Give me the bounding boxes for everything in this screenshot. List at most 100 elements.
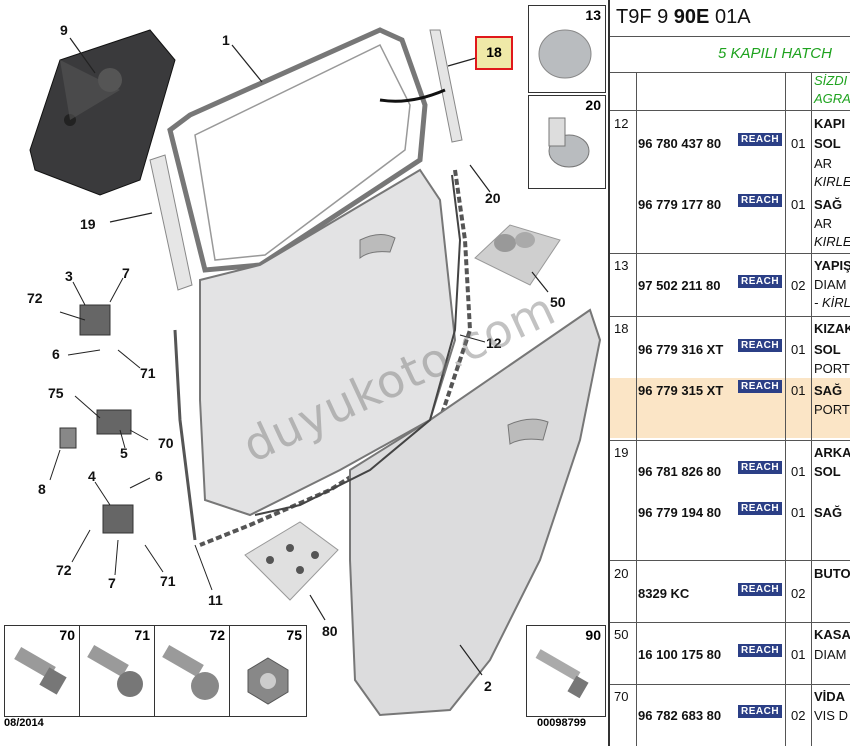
desc: PORT (814, 402, 850, 417)
callout-5[interactable]: 5 (120, 445, 128, 461)
callout-12[interactable]: 12 (486, 335, 502, 351)
nut-icon (247, 657, 289, 705)
title-prefix: T9F 9 (616, 6, 674, 28)
desc: VİDA (814, 689, 846, 704)
row-divider (610, 622, 850, 623)
row-ref: 70 (614, 689, 629, 704)
desc: SOL (814, 464, 841, 479)
row-ref: 13 (614, 258, 629, 273)
thumb-13[interactable]: 13 (528, 5, 606, 93)
reach-badge: REACH (738, 133, 783, 146)
thumb-20-num: 20 (585, 97, 601, 113)
thumb-72-num: 72 (209, 627, 225, 643)
callout-71[interactable]: 71 (140, 365, 156, 381)
callout-72b[interactable]: 72 (56, 562, 72, 578)
thumb-70-num: 70 (59, 627, 75, 643)
part-number-selected[interactable]: 96 779 315 XT (638, 383, 724, 398)
door-exploded-view (29, 27, 602, 717)
callout-11[interactable]: 11 (208, 592, 223, 608)
qty: 01 (791, 383, 806, 398)
callout-50[interactable]: 50 (550, 294, 566, 310)
desc: DIAM (814, 647, 847, 662)
reach-badge: REACH (738, 461, 783, 474)
callout-6b[interactable]: 6 (155, 468, 163, 484)
reach-badge: REACH (738, 275, 783, 288)
title-bold: 90E (673, 6, 710, 28)
row-divider (610, 684, 850, 685)
callout-1[interactable]: 1 (222, 32, 230, 48)
part-number[interactable]: 96 779 177 80 (638, 197, 722, 212)
push-button-clip-icon (548, 117, 590, 168)
callout-20[interactable]: 20 (485, 190, 501, 206)
part-number[interactable]: 96 780 437 80 (638, 136, 722, 151)
part-number[interactable]: 97 502 211 80 (638, 278, 721, 293)
callout-6[interactable]: 6 (52, 346, 60, 362)
desc: SOL (814, 136, 841, 151)
callout-70[interactable]: 70 (158, 435, 174, 451)
reach-badge: REACH (738, 194, 783, 207)
desc: KASA (814, 627, 850, 642)
header-note-2: AGRA (814, 91, 850, 106)
desc: AR (814, 156, 833, 171)
thumb-20[interactable]: 20 (528, 95, 606, 189)
thumb-75-num: 75 (286, 627, 302, 643)
desc: KAPI (814, 116, 846, 131)
callout-75[interactable]: 75 (48, 385, 64, 401)
part-number[interactable]: 96 782 683 80 (638, 708, 722, 723)
thumb-71-num: 71 (134, 627, 150, 643)
desc: KIZAK (814, 321, 850, 336)
part-number[interactable]: 96 779 316 XT (638, 342, 724, 357)
thumb-72[interactable]: 72 (154, 625, 230, 717)
thumb-13-num: 13 (585, 7, 601, 23)
reach-badge: REACH (738, 339, 783, 352)
qty: 01 (791, 647, 806, 662)
part-number[interactable]: 96 781 826 80 (638, 464, 722, 479)
callout-2[interactable]: 2 (484, 678, 492, 694)
col-divider (636, 72, 637, 746)
callout-4[interactable]: 4 (88, 468, 96, 484)
desc: KIRLE (814, 174, 850, 189)
part-number[interactable]: 16 100 175 80 (638, 647, 722, 662)
col-divider (811, 72, 812, 746)
thumb-90[interactable]: 90 (526, 625, 606, 717)
parts-diagram: 9 1 18 20 19 3 7 72 6 71 50 12 75 5 70 8… (4, 5, 606, 729)
qty: 01 (791, 136, 806, 151)
callout-19[interactable]: 19 (80, 216, 96, 232)
rivet-icon (535, 649, 589, 699)
thumb-75[interactable]: 75 (229, 625, 307, 717)
desc: PORT (814, 361, 850, 376)
divider (610, 36, 850, 37)
callout-80[interactable]: 80 (322, 623, 338, 639)
callout-9[interactable]: 9 (60, 22, 68, 38)
thumb-71[interactable]: 71 (79, 625, 155, 717)
col-divider (785, 72, 786, 746)
callout-8[interactable]: 8 (38, 481, 46, 497)
callout-3[interactable]: 3 (65, 268, 73, 284)
callout-71b[interactable]: 71 (160, 573, 176, 589)
desc: - KİRL (814, 295, 850, 310)
callout-7[interactable]: 7 (122, 265, 130, 281)
selected-row-bg (610, 378, 850, 438)
qty: 01 (791, 197, 806, 212)
desc: SAĞ (814, 505, 843, 520)
outer-door-shape (349, 308, 602, 717)
qty: 02 (791, 586, 806, 601)
desc: SOL (814, 342, 841, 357)
thumb-90-num: 90 (585, 627, 601, 643)
callout-18-highlighted[interactable]: 18 (475, 36, 513, 70)
title-suffix: 01A (709, 6, 751, 28)
thumb-70[interactable]: 70 (4, 625, 80, 717)
row-ref: 18 (614, 321, 629, 336)
desc: YAPIŞ (814, 258, 850, 273)
row-ref: 20 (614, 566, 629, 581)
row-divider (610, 560, 850, 561)
row-divider (610, 316, 850, 317)
panel-title: T9F 9 90E 01A (616, 6, 751, 29)
adhesive-disc-icon (538, 29, 592, 79)
part-number[interactable]: 96 779 194 80 (638, 505, 722, 520)
callout-72[interactable]: 72 (27, 290, 43, 306)
desc: DIAM (814, 277, 847, 292)
part-number[interactable]: 8329 KC (638, 586, 690, 601)
callout-7b[interactable]: 7 (108, 575, 116, 591)
bolt-icon (87, 644, 143, 697)
